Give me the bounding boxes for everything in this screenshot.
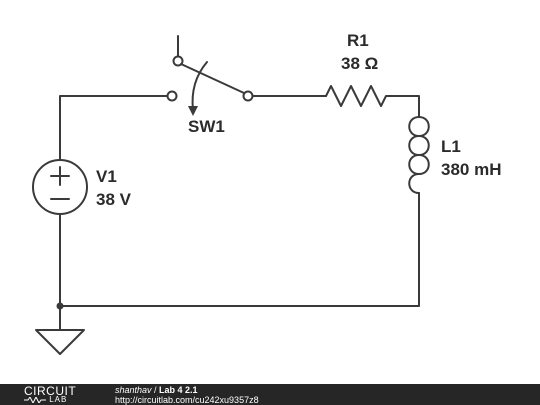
credit-line: shanthav / Lab 4 2.1 bbox=[115, 385, 198, 395]
inductor-l1[interactable] bbox=[408, 116, 430, 194]
project-url[interactable]: http://circuitlab.com/cu242xu9357z8 bbox=[115, 395, 259, 405]
footer-bar: CIRCUIT LAB shanthav / Lab 4 2.1 http://… bbox=[0, 384, 540, 405]
switch-sw1[interactable] bbox=[166, 35, 254, 116]
resistor-value: 38 Ω bbox=[341, 54, 378, 73]
resistor-glyph-icon bbox=[24, 396, 46, 403]
circuitlab-logo-sub: LAB bbox=[24, 395, 67, 404]
logo-top-text: CIRCUIT bbox=[24, 384, 77, 398]
logo-bottom-text: LAB bbox=[49, 395, 68, 404]
credit-separator: / bbox=[151, 385, 160, 395]
schematic-diagram: SW1 R1 38 Ω L1 380 mH V1 38 V bbox=[32, 31, 501, 355]
source-label: V1 bbox=[96, 167, 117, 186]
wire-resistor-to-inductor bbox=[390, 95, 420, 118]
author-link[interactable]: shanthav bbox=[115, 385, 152, 395]
inductor-value: 380 mH bbox=[441, 160, 501, 179]
source-value: 38 V bbox=[96, 190, 132, 209]
junction-node bbox=[56, 302, 64, 310]
switch-label: SW1 bbox=[188, 117, 225, 136]
voltage-source-v1[interactable] bbox=[32, 159, 88, 215]
circuitlab-logo: CIRCUIT bbox=[24, 384, 76, 398]
resistor-r1[interactable] bbox=[325, 85, 392, 107]
wire-inductor-to-bottom bbox=[59, 192, 420, 307]
inductor-label: L1 bbox=[441, 137, 461, 156]
resistor-label: R1 bbox=[347, 31, 369, 50]
ground-symbol bbox=[35, 329, 85, 355]
wire-top-left bbox=[59, 95, 170, 161]
project-title[interactable]: Lab 4 2.1 bbox=[159, 385, 198, 395]
